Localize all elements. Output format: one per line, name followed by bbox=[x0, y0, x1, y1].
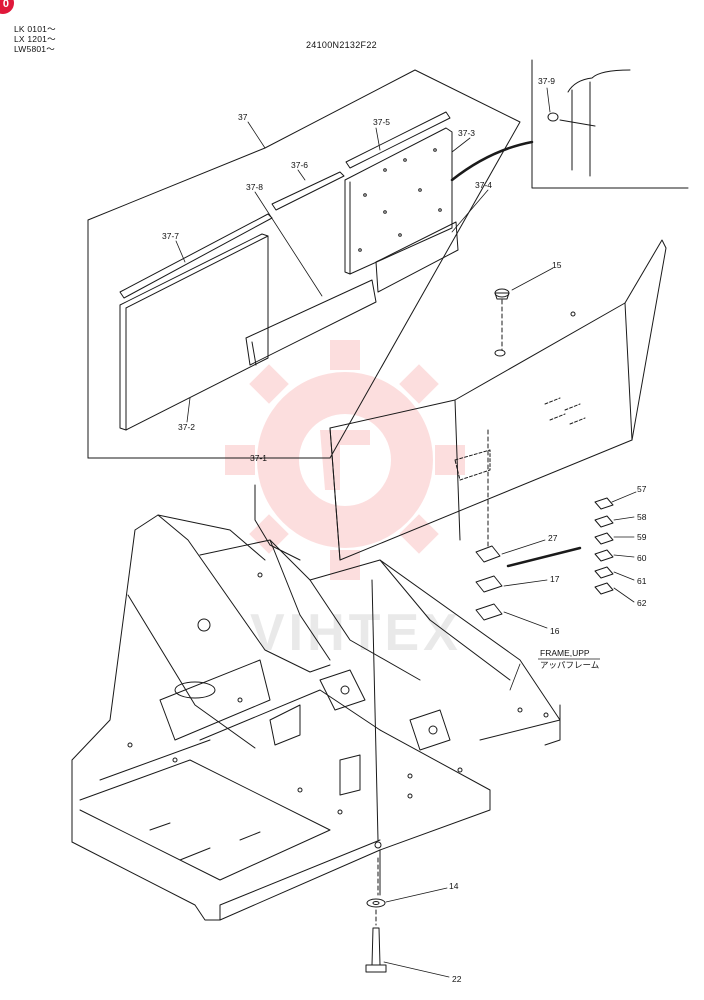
leader-lines bbox=[175, 87, 637, 978]
cover-plate-37-1 bbox=[329, 239, 667, 561]
pad-37-3 bbox=[344, 127, 453, 275]
frame-label-ja: アッパフレーム bbox=[540, 660, 599, 670]
callout-22: 22 bbox=[452, 974, 462, 984]
watermark-text: VIHTEX bbox=[250, 604, 462, 662]
spacer-17 bbox=[475, 575, 503, 593]
callout-37: 37 bbox=[238, 112, 248, 122]
callout-16: 16 bbox=[550, 626, 560, 636]
callout-37-4: 37-4 bbox=[475, 180, 492, 190]
callout-37-8: 37-8 bbox=[246, 182, 263, 192]
callout-59: 59 bbox=[637, 532, 647, 542]
strip-37-5 bbox=[345, 111, 451, 169]
callout-58: 58 bbox=[637, 512, 647, 522]
callout-37-1: 37-1 bbox=[250, 453, 267, 463]
spacer-16 bbox=[475, 603, 503, 621]
serial-range-3: LW5801～ bbox=[14, 44, 55, 54]
frame-label-en: FRAME,UPP bbox=[540, 648, 590, 658]
callout-17: 17 bbox=[550, 574, 560, 584]
strip-37-4 bbox=[375, 221, 459, 293]
callout-62: 62 bbox=[637, 598, 647, 608]
callout-37-3: 37-3 bbox=[458, 128, 475, 138]
callout-61: 61 bbox=[637, 576, 647, 586]
arrow-line bbox=[506, 546, 582, 568]
callout-labels: 37 37-5 37-3 37-6 37-8 37-4 37-7 37-9 37… bbox=[162, 76, 647, 984]
shims-57-62 bbox=[594, 497, 614, 595]
serial-range-2: LX 1201～ bbox=[14, 34, 56, 44]
serial-range-1: LK 0101～ bbox=[14, 24, 56, 34]
strip-37-6 bbox=[271, 171, 345, 211]
callout-37-2: 37-2 bbox=[178, 422, 195, 432]
spacer-27 bbox=[475, 429, 501, 563]
callout-14: 14 bbox=[449, 881, 459, 891]
detail-inset-37-9 bbox=[450, 59, 689, 189]
upper-frame bbox=[71, 484, 561, 921]
callout-15: 15 bbox=[552, 260, 562, 270]
part-number: 24100N2132F22 bbox=[306, 40, 377, 50]
callout-60: 60 bbox=[637, 553, 647, 563]
page-badge: 0 bbox=[0, 0, 14, 14]
callout-37-7: 37-7 bbox=[162, 231, 179, 241]
callout-37-5: 37-5 bbox=[373, 117, 390, 127]
callout-27: 27 bbox=[548, 533, 558, 543]
bolt-22 bbox=[365, 909, 387, 973]
strip-37-8 bbox=[245, 279, 377, 366]
callout-37-9: 37-9 bbox=[538, 76, 555, 86]
callout-57: 57 bbox=[637, 484, 647, 494]
bolt-15 bbox=[494, 288, 510, 357]
washer-14 bbox=[366, 857, 386, 908]
strip-37-7 bbox=[119, 213, 273, 299]
callout-37-6: 37-6 bbox=[291, 160, 308, 170]
pad-37-2 bbox=[119, 233, 269, 431]
